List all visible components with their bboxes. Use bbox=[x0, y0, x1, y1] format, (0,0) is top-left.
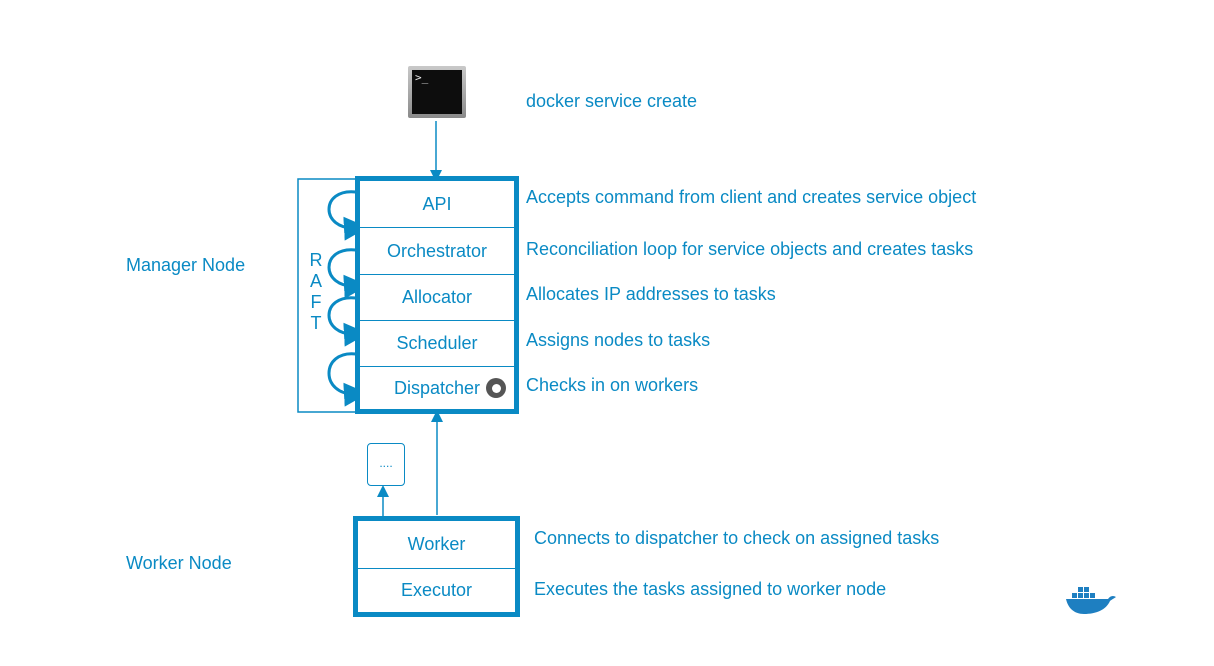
raft-loop-arc bbox=[327, 296, 368, 347]
raft-label: R A F T bbox=[306, 250, 326, 334]
component-executor: Executor bbox=[358, 569, 515, 612]
component-orchestrator: Orchestrator bbox=[360, 228, 514, 275]
orchestrator-description: Reconciliation loop for service objects … bbox=[526, 239, 974, 259]
raft-letter: A bbox=[309, 271, 322, 291]
pending-tasks-box: .... bbox=[367, 443, 405, 486]
component-worker: Worker bbox=[358, 521, 515, 569]
terminal-icon: >_ bbox=[408, 66, 466, 118]
component-label: Orchestrator bbox=[386, 240, 488, 261]
raft-letter: F bbox=[310, 292, 322, 312]
allocator-description: Allocates IP addresses to tasks bbox=[526, 284, 776, 304]
component-label: Dispatcher bbox=[393, 377, 481, 398]
component-label: API bbox=[422, 193, 452, 214]
component-label: Scheduler bbox=[396, 333, 478, 353]
command-text: docker service create bbox=[526, 91, 698, 111]
terminal-prompt: >_ bbox=[412, 70, 462, 114]
component-scheduler: Scheduler bbox=[360, 321, 514, 367]
component-label: Allocator bbox=[401, 287, 473, 307]
raft-loop-arc bbox=[327, 248, 368, 299]
raft-bracket bbox=[297, 178, 356, 413]
component-label: Executor bbox=[400, 580, 473, 600]
component-api: API bbox=[360, 181, 514, 228]
component-allocator: Allocator bbox=[360, 275, 514, 321]
component-dispatcher: Dispatcher bbox=[360, 367, 514, 409]
scheduler-description: Assigns nodes to tasks bbox=[526, 330, 711, 350]
raft-letter: R bbox=[309, 250, 323, 270]
raft-loop-arc bbox=[327, 352, 368, 407]
docker-whale-icon bbox=[1066, 587, 1116, 614]
worker-description: Connects to dispatcher to check on assig… bbox=[534, 528, 940, 548]
component-label: Worker bbox=[407, 534, 466, 554]
executor-description: Executes the tasks assigned to worker no… bbox=[534, 579, 887, 599]
manager-node-label: Manager Node bbox=[126, 255, 246, 275]
dispatcher-description: Checks in on workers bbox=[526, 375, 699, 395]
raft-letter: T bbox=[310, 313, 322, 333]
worker-stack: Worker Executor bbox=[353, 516, 520, 617]
manager-stack: API Orchestrator Allocator Scheduler Dis… bbox=[355, 176, 519, 414]
raft-loop-arc bbox=[327, 190, 368, 241]
api-description: Accepts command from client and creates … bbox=[526, 187, 977, 207]
dispatcher-badge-icon bbox=[486, 378, 506, 398]
worker-node-label: Worker Node bbox=[126, 553, 232, 573]
